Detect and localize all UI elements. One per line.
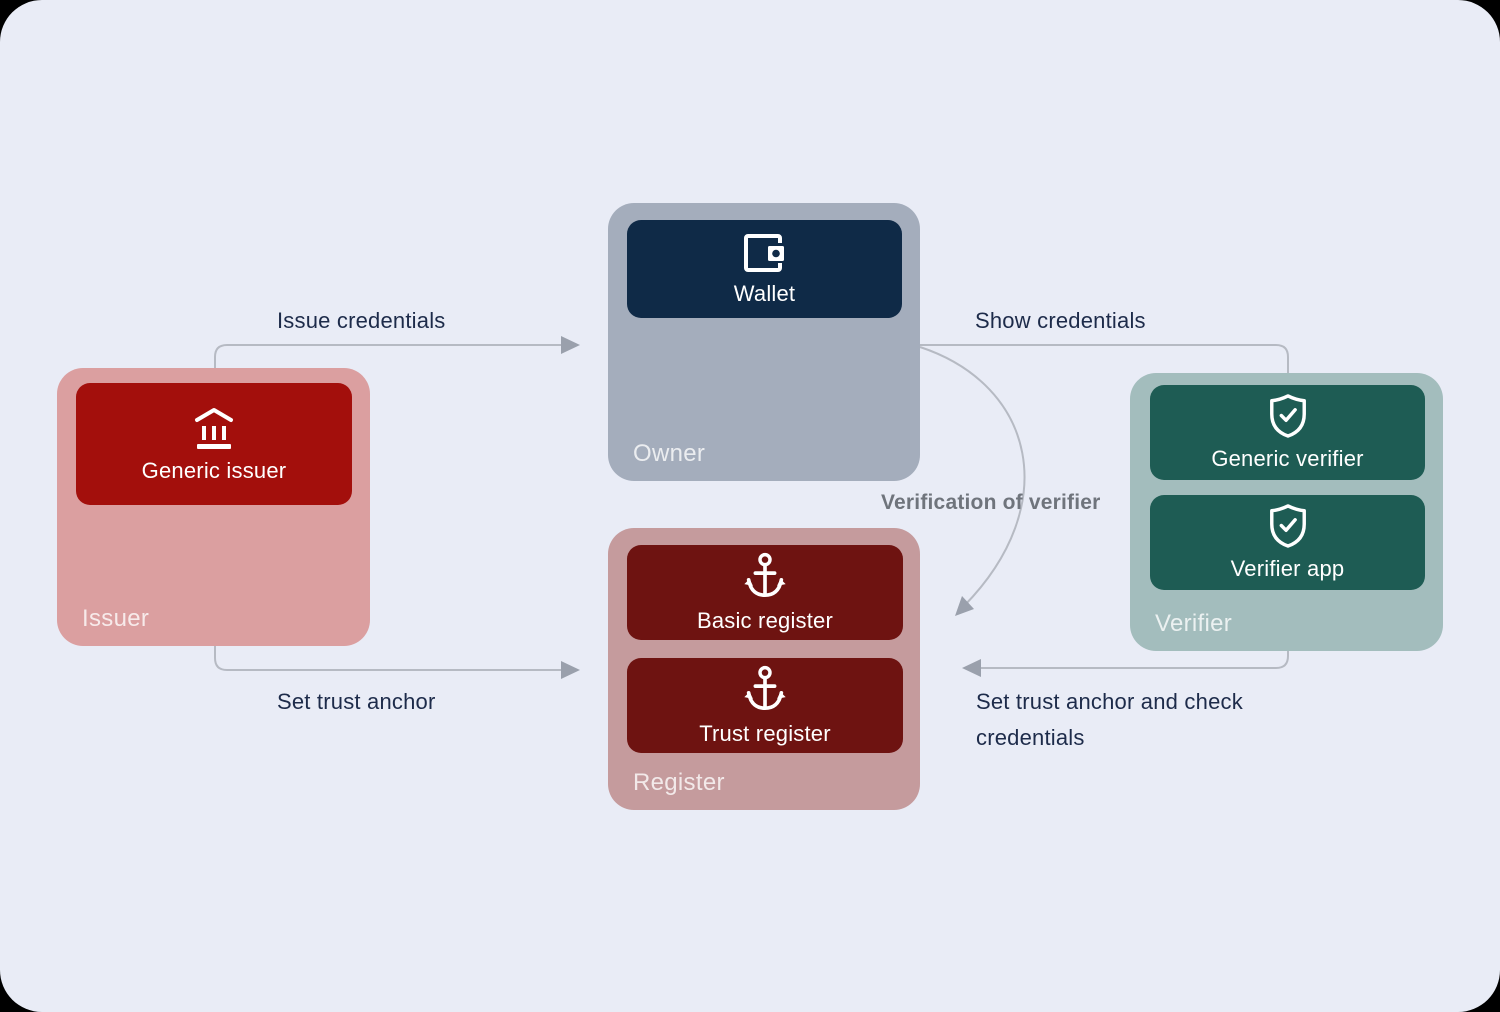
arrowhead xyxy=(962,659,981,677)
show-credentials-arrow xyxy=(920,344,1289,374)
wallet-icon xyxy=(743,233,785,272)
verifier-group-label: Verifier xyxy=(1155,610,1233,637)
arrowhead xyxy=(561,336,580,354)
owner-group-label: Owner xyxy=(633,440,706,467)
owner-group: Wallet Owner xyxy=(608,203,920,481)
set-trust-anchor-check-arrow xyxy=(980,651,1289,669)
issue-credentials-arrow xyxy=(214,344,564,368)
trust-register-label: Trust register xyxy=(699,721,831,746)
verifier-group: Generic verifier Verifier app Verifier xyxy=(1130,373,1443,651)
arrowhead xyxy=(561,661,580,679)
shield-check-icon xyxy=(1269,394,1306,438)
generic-verifier-label: Generic verifier xyxy=(1211,446,1364,471)
basic-register-label: Basic register xyxy=(696,608,834,633)
generic-verifier-node: Generic verifier xyxy=(1150,385,1425,480)
arrowhead xyxy=(955,596,974,616)
register-group-label: Register xyxy=(633,769,725,796)
set-trust-anchor-arrow xyxy=(214,646,564,671)
generic-issuer-node: Generic issuer xyxy=(76,383,352,505)
anchor-icon xyxy=(744,552,786,598)
generic-issuer-label: Generic issuer xyxy=(141,457,287,483)
basic-register-node: Basic register xyxy=(627,545,903,640)
trust-register-node: Trust register xyxy=(627,658,903,753)
verifier-app-node: Verifier app xyxy=(1150,495,1425,590)
anchor-icon xyxy=(744,665,786,711)
shield-check-icon xyxy=(1269,504,1306,548)
register-group: Basic register Trust register Register xyxy=(608,528,920,810)
issue-credentials-label: Issue credentials xyxy=(277,308,446,333)
bank-icon xyxy=(195,407,233,449)
show-credentials-label: Show credentials xyxy=(975,308,1146,333)
wallet-node: Wallet xyxy=(627,220,902,318)
issuer-group-label: Issuer xyxy=(82,605,150,632)
verification-of-verifier-label: Verification of verifier xyxy=(881,491,1101,514)
verification-of-verifier-arrow xyxy=(919,346,1026,607)
set-trust-anchor-label: Set trust anchor xyxy=(277,689,436,714)
set-trust-anchor-check-label: Set trust anchor and check credentials xyxy=(976,689,1243,750)
issuer-group: Generic issuer Issuer xyxy=(57,368,370,646)
wallet-label: Wallet xyxy=(733,280,796,306)
verifier-app-label: Verifier app xyxy=(1230,556,1345,581)
